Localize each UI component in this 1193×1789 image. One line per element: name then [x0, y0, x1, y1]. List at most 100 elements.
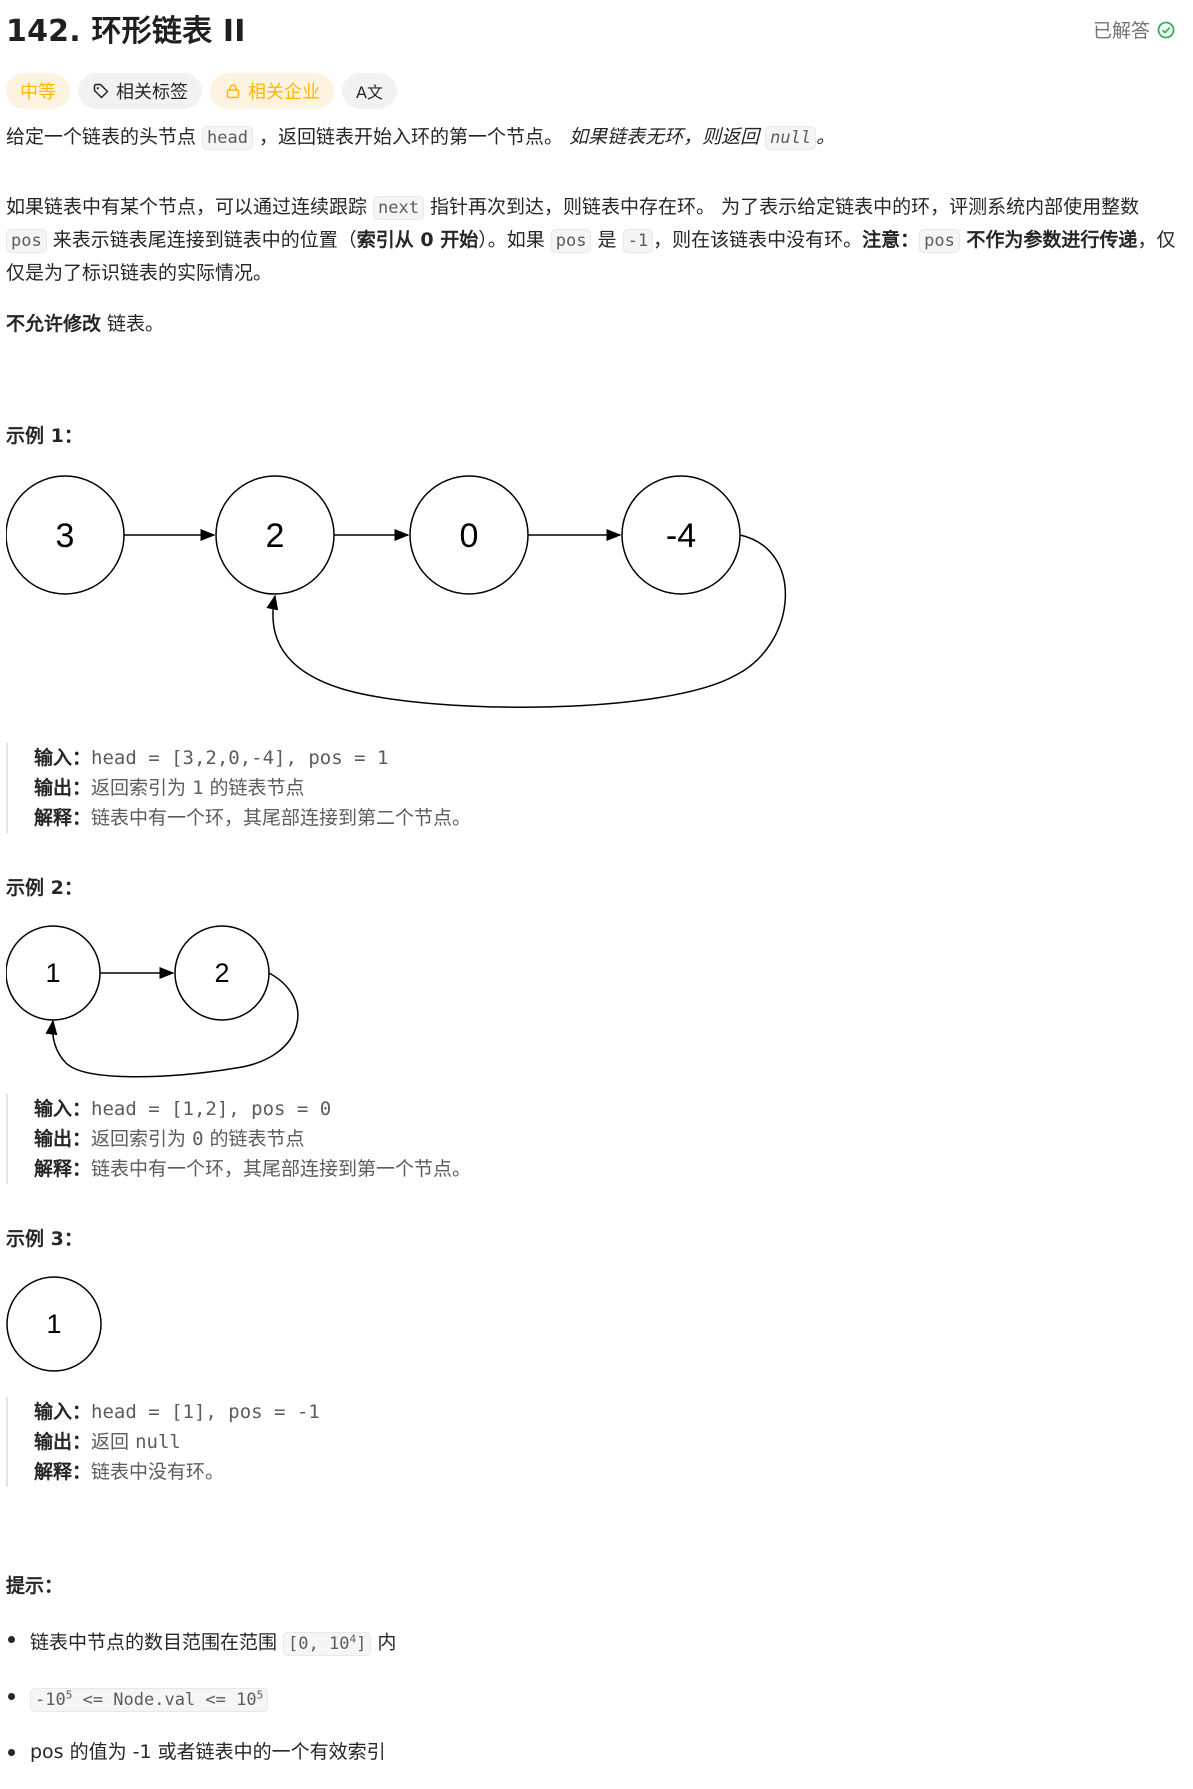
explain-text: 链表中没有环。	[91, 1461, 225, 1483]
example-2-io: 输入：head = [1,2], pos = 0 输出：返回索引为 0 的链表节…	[6, 1094, 834, 1184]
node-label: 2	[266, 517, 285, 555]
output-code: 1	[192, 777, 204, 799]
example-2-diagram: 1 2	[6, 925, 299, 1078]
explain-label: 解释：	[34, 807, 92, 829]
text: ）。如果	[478, 229, 551, 251]
tag-bar: 中等 相关标签 相关企业 A文	[6, 73, 397, 109]
output-label: 输出：	[34, 1128, 92, 1150]
tips-heading: 提示：	[6, 1575, 64, 1597]
example-3-io: 输入：head = [1], pos = -1 输出：返回 null 解释：链表…	[6, 1397, 834, 1487]
code-sup: 4	[349, 1632, 357, 1645]
topics-tag-button[interactable]: 相关标签	[78, 73, 202, 109]
text: ，则在该链表中没有环。	[653, 229, 863, 251]
code-text: ]	[356, 1633, 367, 1654]
example-1-heading: 示例 1：	[6, 425, 83, 447]
output-text: 的链表节点	[203, 1128, 305, 1150]
output-label: 输出：	[34, 777, 92, 799]
text: 。	[816, 126, 836, 148]
input-value: head = [1,2], pos = 0	[91, 1098, 332, 1120]
inline-code: [0, 104]	[283, 1631, 372, 1656]
tip-text: 内	[371, 1631, 397, 1654]
output-code: 0	[192, 1128, 204, 1150]
output-text: 的链表节点	[203, 777, 305, 799]
input-value: head = [1], pos = -1	[91, 1401, 320, 1423]
inline-code: next	[373, 196, 424, 220]
text: ，仅仅是为了标识链表的实际情况。	[6, 229, 1176, 284]
text: 指针再次到达，则链表中存在环。 为了表示给定链表中的环，评测系统内部使用整数	[424, 196, 1140, 218]
explain-label: 解释：	[34, 1158, 92, 1180]
translate-button[interactable]: A文	[342, 73, 397, 109]
text: 链表。	[101, 313, 165, 335]
code-text: <= Node.val <= 10	[72, 1690, 257, 1711]
input-label: 输入：	[34, 747, 92, 769]
node-label: 0	[460, 517, 479, 555]
tips-list: 链表中节点的数目范围在范围 [0, 104] 内 -105 <= Node.va…	[6, 1624, 396, 1789]
tip-item: -105 <= Node.val <= 105	[6, 1681, 396, 1716]
text: 如果链表中有某个节点，可以通过连续跟踪	[6, 196, 374, 218]
problem-title[interactable]: 142. 环形链表 II	[6, 14, 246, 49]
node-label: 3	[56, 517, 75, 555]
topics-label: 相关标签	[116, 82, 188, 103]
code-text: -10	[35, 1690, 66, 1711]
companies-label: 相关企业	[248, 82, 320, 103]
inline-code: -105 <= Node.val <= 105	[30, 1688, 269, 1713]
example-1-diagram: 3 2 0 -4	[6, 475, 786, 708]
description-paragraph-3: 不允许修改 链表。	[6, 308, 1176, 340]
node-label: 2	[214, 958, 229, 988]
translate-icon: A文	[356, 83, 383, 102]
code-sup: 5	[65, 1688, 73, 1702]
inline-code: -1	[622, 229, 654, 253]
text: 如果链表无环，则返回	[569, 126, 766, 148]
output-text: 返回索引为	[91, 1128, 193, 1150]
input-label: 输入：	[34, 1098, 92, 1120]
description-paragraph-1: 给定一个链表的头节点 head ，返回链表开始入环的第一个节点。 如果链表无环，…	[6, 121, 1176, 154]
bold-text: 不作为参数进行传递	[959, 229, 1138, 251]
title-row: 142. 环形链表 II 已解答	[6, 6, 1176, 49]
cycle-arrow	[45, 972, 299, 1078]
explain-text: 链表中有一个环，其尾部连接到第二个节点。	[91, 807, 472, 829]
output-label: 输出：	[34, 1431, 92, 1453]
example-3-diagram: 1	[6, 1276, 102, 1372]
code-text: [0, 10	[288, 1633, 350, 1654]
inline-code: null	[765, 126, 817, 150]
cycle-arrow	[266, 534, 786, 708]
node-circle: 1	[6, 925, 101, 1021]
node-circle: 0	[409, 475, 529, 595]
inline-code: pos	[6, 229, 47, 253]
node-label: 1	[46, 1309, 61, 1339]
inline-code: pos	[919, 229, 960, 253]
example-1-io: 输入：head = [3,2,0,-4], pos = 1 输出：返回索引为 1…	[6, 743, 834, 833]
explain-text: 链表中有一个环，其尾部连接到第一个节点。	[91, 1158, 472, 1180]
node-circle: 2	[215, 475, 335, 595]
output-code: null	[135, 1431, 181, 1453]
bold-text: 不允许修改	[6, 313, 102, 335]
input-label: 输入：	[34, 1401, 92, 1423]
bold-text: 注意：	[862, 229, 920, 251]
tip-item: 链表中节点的数目范围在范围 [0, 104] 内	[6, 1624, 396, 1659]
output-text: 返回	[91, 1431, 136, 1453]
node-circle: 3	[6, 475, 125, 595]
solved-status: 已解答	[1093, 16, 1176, 43]
tip-text: pos 的值为 -1 或者链表中的一个有效索引	[30, 1741, 386, 1764]
lock-icon	[226, 84, 240, 99]
node-label: 1	[45, 958, 60, 988]
text: 给定一个链表的头节点	[6, 126, 203, 148]
bold-text: 索引从 0 开始	[356, 229, 479, 251]
difficulty-badge[interactable]: 中等	[6, 73, 70, 109]
output-text: 返回索引为	[91, 777, 193, 799]
check-circle-icon	[1157, 21, 1175, 38]
example-2-heading: 示例 2：	[6, 877, 83, 899]
text: 来表示链表尾连接到链表中的位置（	[46, 229, 357, 251]
explain-label: 解释：	[34, 1461, 92, 1483]
description-paragraph-2: 如果链表中有某个节点，可以通过连续跟踪 next 指针再次到达，则链表中存在环。…	[6, 191, 1176, 289]
tag-icon	[93, 83, 109, 99]
node-circle: 2	[174, 925, 270, 1021]
inline-code: head	[202, 126, 253, 150]
text: ，返回链表开始入环的第一个节点。	[253, 126, 570, 148]
input-value: head = [3,2,0,-4], pos = 1	[91, 747, 389, 769]
companies-tag-button[interactable]: 相关企业	[210, 73, 334, 109]
node-label: -4	[666, 517, 696, 555]
code-sup: 5	[256, 1688, 264, 1702]
tip-text: 链表中节点的数目范围在范围	[30, 1631, 284, 1654]
example-3-heading: 示例 3：	[6, 1228, 83, 1250]
